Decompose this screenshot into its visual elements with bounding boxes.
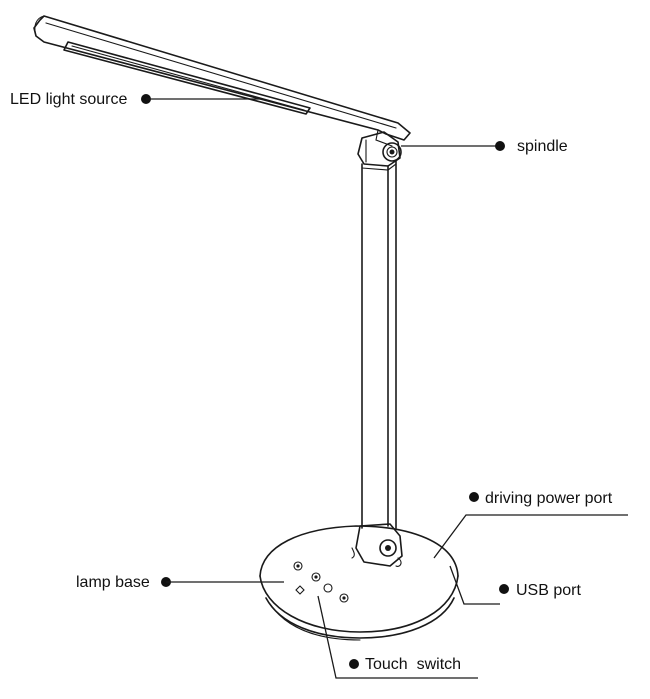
callout-spindle: spindle — [401, 138, 568, 155]
label-lamp-base: lamp base — [76, 574, 150, 591]
leader-line — [317, 595, 478, 679]
callout-driving-power-port: driving power port — [433, 490, 628, 559]
label-touch-switch: Touch switch — [365, 656, 461, 673]
touch-buttons — [293, 561, 349, 603]
callout-touch-switch: Touch switch — [317, 595, 478, 679]
callout-dot — [499, 584, 509, 594]
callout-dot — [469, 492, 479, 502]
leader-line — [433, 514, 628, 559]
label-driving-power-port: driving power port — [485, 490, 613, 507]
callout-dot — [349, 659, 359, 669]
callout-led-light-source: LED light source — [10, 91, 262, 108]
spindle-hinge — [357, 131, 402, 167]
lamp-head — [33, 15, 411, 147]
callout-lamp-base: lamp base — [76, 574, 284, 591]
lamp-stem — [361, 159, 397, 529]
label-usb-port: USB port — [516, 582, 581, 599]
leader-line — [449, 565, 500, 605]
label-spindle: spindle — [517, 138, 568, 155]
label-led-light-source: LED light source — [10, 91, 127, 108]
lamp-base — [259, 525, 459, 641]
callout-usb-port: USB port — [449, 565, 581, 605]
callout-dot — [495, 141, 505, 151]
lower-hinge — [351, 523, 403, 567]
